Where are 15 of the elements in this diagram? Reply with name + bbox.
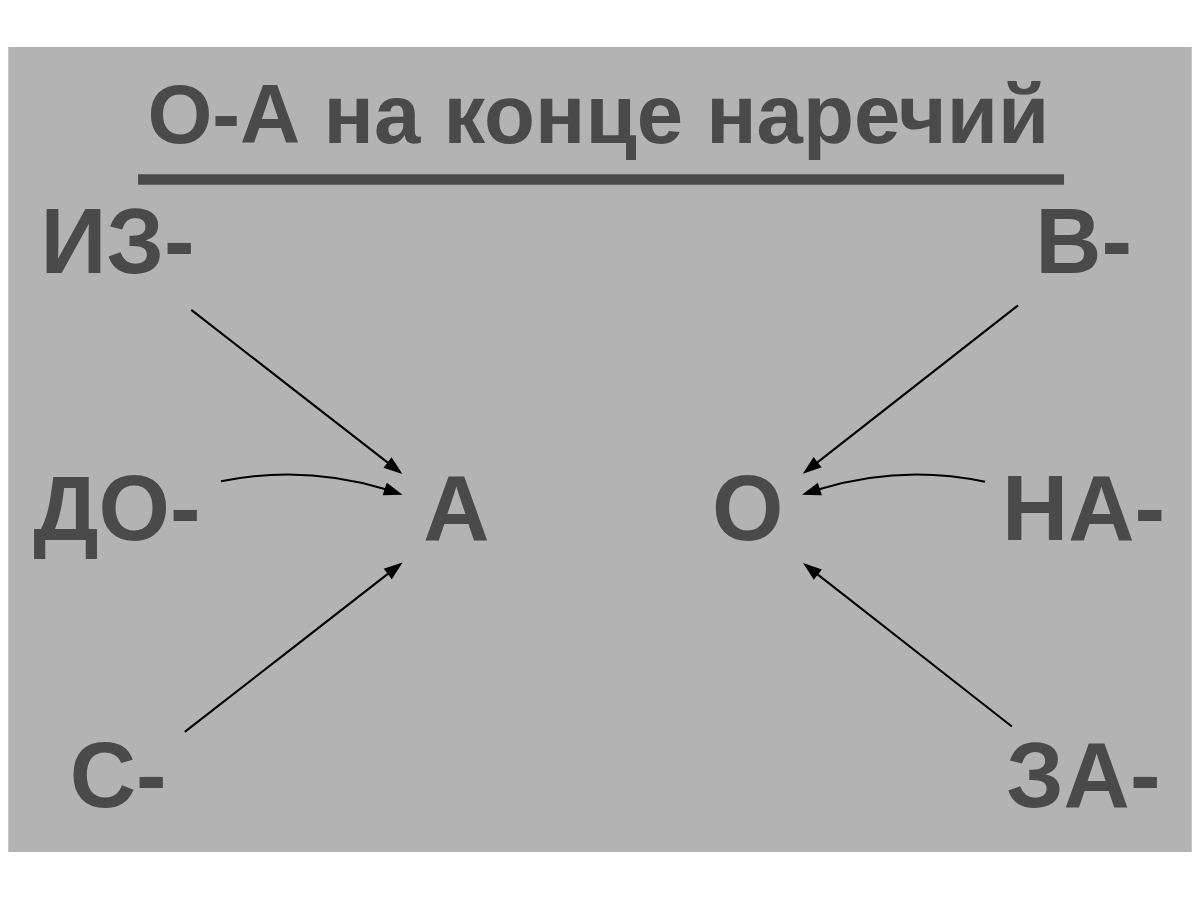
arrow bbox=[802, 304, 1019, 474]
node-text: А bbox=[423, 456, 490, 559]
node-text: НА- bbox=[1001, 456, 1166, 559]
arrow bbox=[220, 473, 403, 495]
arrow bbox=[803, 562, 1013, 727]
node-text: ИЗ- bbox=[40, 189, 195, 292]
node-text: С- bbox=[69, 723, 167, 826]
arrow bbox=[190, 308, 403, 474]
arrow bbox=[801, 473, 986, 495]
node-text: ЗА- bbox=[1006, 723, 1161, 826]
node-text: ДО- bbox=[33, 456, 201, 559]
diagram-title: О-А на конце наречий bbox=[147, 66, 1050, 161]
arrow bbox=[184, 561, 403, 733]
node-text: О bbox=[712, 456, 784, 559]
node-text: В- bbox=[1035, 189, 1133, 292]
